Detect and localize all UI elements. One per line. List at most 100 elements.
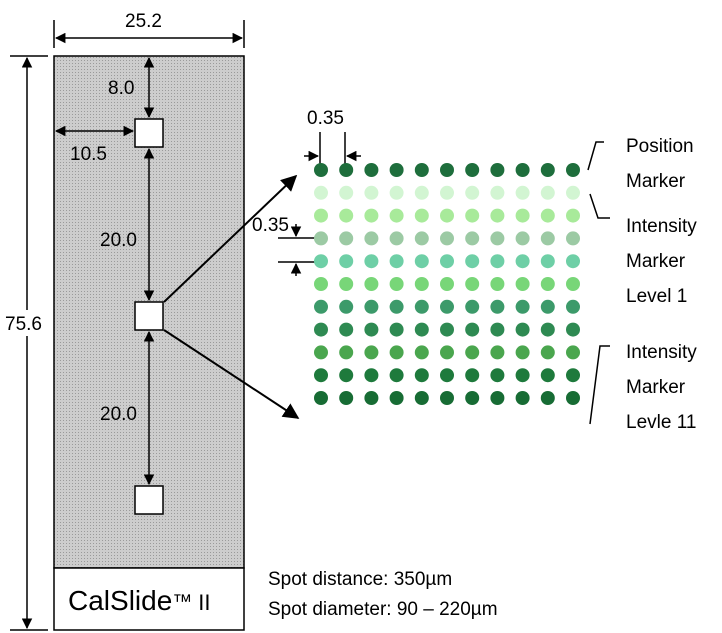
spot (364, 254, 379, 269)
spacing-upper-label: 20.0 (100, 230, 137, 251)
spot (490, 345, 505, 360)
spot (566, 391, 580, 405)
top-offset-label: 8.0 (108, 78, 134, 99)
spot (414, 322, 429, 337)
spot (465, 208, 480, 223)
spot (339, 277, 354, 291)
spot (364, 368, 379, 383)
spot (465, 163, 480, 177)
spot (540, 391, 555, 405)
spot (566, 345, 580, 360)
spot (465, 254, 480, 269)
spot (389, 208, 404, 223)
spot (414, 163, 429, 177)
spot (515, 163, 530, 177)
spot (339, 299, 354, 314)
spot (540, 231, 555, 246)
spot (364, 299, 379, 314)
spot (364, 208, 379, 223)
spot (314, 163, 328, 177)
zoom-arrow-lower (163, 329, 300, 419)
spot (515, 254, 530, 269)
spot (515, 299, 530, 314)
spot (515, 322, 530, 337)
spot (465, 185, 480, 200)
spot (515, 185, 530, 200)
spot (566, 254, 580, 269)
spot (566, 277, 580, 291)
spot (540, 277, 555, 291)
spot (314, 391, 328, 405)
position-marker-label: Position Marker (626, 136, 699, 192)
spot (389, 254, 404, 269)
spot (389, 231, 404, 246)
intensity-level1-label: Intensity Marker Level 1 (626, 216, 702, 307)
spot (566, 185, 580, 200)
spot (440, 322, 454, 337)
spot-array-bottom (134, 485, 164, 515)
spot (440, 231, 454, 246)
pitch-v-label: 0.35 (252, 215, 289, 236)
spot (339, 254, 354, 269)
spot (339, 208, 354, 223)
level1-bracket (589, 193, 610, 219)
left-offset-label: 10.5 (70, 144, 107, 165)
spot (314, 299, 328, 314)
spot (364, 277, 379, 291)
spot (389, 185, 404, 200)
spot (566, 299, 580, 314)
spot (490, 163, 505, 177)
spot (364, 185, 379, 200)
level11-bracket (589, 345, 610, 425)
spot (540, 185, 555, 200)
spot (364, 322, 379, 337)
spot-distance-note: Spot distance: 350µm (268, 569, 452, 590)
spot (490, 322, 505, 337)
height-label-bg (4, 310, 48, 336)
spot (389, 391, 404, 405)
spot (314, 254, 328, 269)
spot (339, 345, 354, 360)
spot (515, 208, 530, 223)
spot (314, 231, 328, 246)
spot (540, 208, 555, 223)
spot (364, 345, 379, 360)
spot (566, 368, 580, 383)
spot (314, 185, 328, 200)
spot (389, 299, 404, 314)
spot (414, 231, 429, 246)
spacing-lower-label: 20.0 (100, 404, 137, 425)
spot (440, 391, 454, 405)
spot-diameter-note: Spot diameter: 90 – 220µm (268, 599, 498, 620)
position-marker-bracket (587, 141, 604, 171)
spot (414, 208, 429, 223)
spot (490, 299, 505, 314)
spot (440, 345, 454, 360)
spot (440, 185, 454, 200)
spot (414, 391, 429, 405)
spot (339, 368, 354, 383)
spot (465, 299, 480, 314)
spot (465, 231, 480, 246)
spot (389, 322, 404, 337)
spot (414, 277, 429, 291)
spot (465, 322, 480, 337)
spot (540, 254, 555, 269)
spot (339, 163, 354, 177)
spot (465, 345, 480, 360)
spot (490, 368, 505, 383)
spot (566, 208, 580, 223)
spot (314, 322, 328, 337)
spot (490, 231, 505, 246)
spot-array-top (134, 118, 164, 148)
spot (490, 208, 505, 223)
spot (414, 368, 429, 383)
spot (364, 231, 379, 246)
spot (515, 368, 530, 383)
spot (440, 299, 454, 314)
spot-grid (314, 163, 580, 405)
spot (490, 277, 505, 291)
spot (364, 163, 379, 177)
spot (389, 368, 404, 383)
